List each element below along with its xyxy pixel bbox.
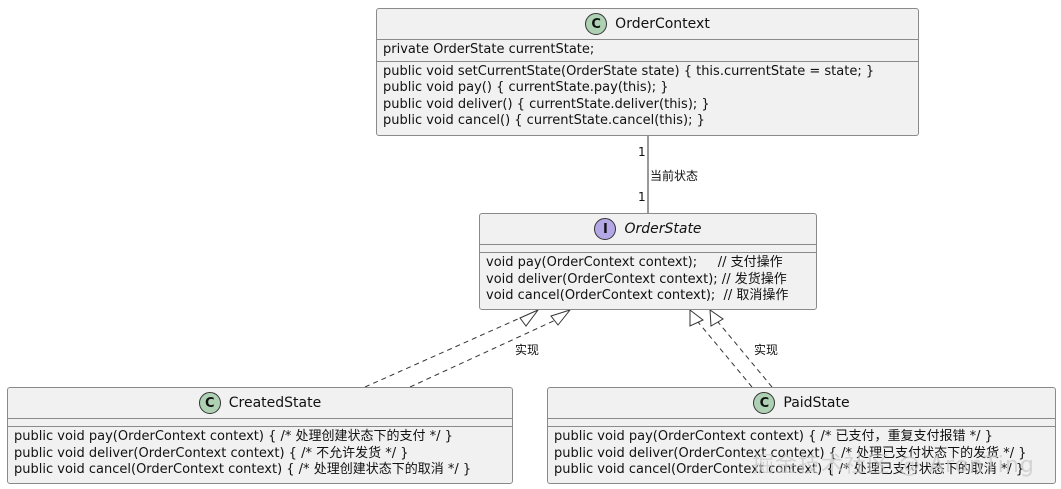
methods-section: public void pay(OrderContext context) { …: [548, 427, 1055, 481]
realization-arrow-paid-2: [709, 309, 724, 327]
class-name: OrderState: [624, 221, 702, 237]
class-header: C CreatedState: [8, 388, 512, 419]
method: public void deliver() { currentState.del…: [383, 96, 710, 112]
class-header: C OrderContext: [377, 9, 918, 40]
method: public void deliver(OrderContext context…: [14, 445, 409, 461]
method: public void pay() { currentState.pay(thi…: [383, 80, 669, 95]
realization-label-left: 实现: [515, 343, 540, 357]
field: private OrderState currentState;: [383, 42, 595, 57]
multiplicity-bottom: 1: [638, 190, 646, 204]
methods-section: void pay(OrderContext context); // 支付操作 …: [480, 253, 816, 307]
methods-section: public void setCurrentState(OrderState s…: [377, 62, 918, 132]
method: public void cancel() { currentState.canc…: [383, 113, 705, 128]
method: public void cancel(OrderContext context)…: [554, 462, 1025, 477]
method: public void pay(OrderContext context) { …: [14, 429, 453, 444]
class-name: CreatedState: [228, 395, 322, 411]
method: void pay(OrderContext context); // 支付操作: [486, 255, 783, 270]
realization-arrow-created-2: [550, 309, 572, 326]
class-badge-icon: C: [198, 392, 221, 414]
order-state-interface: I OrderState void pay(OrderContext conte…: [479, 213, 817, 310]
class-header: I OrderState: [480, 214, 816, 245]
fields-section: [480, 245, 816, 253]
realization-line-created-1: [364, 317, 521, 388]
realization-line-created-2: [409, 317, 561, 388]
method: public void setCurrentState(OrderState s…: [383, 63, 875, 79]
methods-section: public void pay(OrderContext context) { …: [8, 427, 512, 481]
method: void deliver(OrderContext context); // 发…: [486, 271, 787, 287]
class-name: PaidState: [783, 395, 850, 411]
watermark-text: 掘金技术社区 @ AronTing: [752, 453, 1035, 478]
interface-badge-icon: I: [594, 218, 617, 240]
realization-arrow-paid-1: [689, 308, 704, 327]
fields-section: [548, 419, 1055, 427]
realization-arrow-created-1: [519, 308, 540, 327]
method: void cancel(OrderContext context); // 取消…: [486, 288, 789, 303]
multiplicity-top: 1: [638, 145, 646, 159]
fields-section: [8, 419, 512, 427]
association-label: 当前状态: [650, 169, 699, 183]
class-badge-icon: C: [585, 13, 608, 35]
method: public void cancel(OrderContext context)…: [14, 462, 472, 477]
class-header: C PaidState: [548, 388, 1055, 419]
paid-state-class: C PaidState public void pay(OrderContext…: [547, 387, 1056, 484]
method: public void pay(OrderContext context) { …: [554, 429, 993, 444]
class-name: OrderContext: [615, 16, 710, 32]
order-context-class: C OrderContext private OrderState curren…: [376, 8, 919, 136]
realization-label-right: 实现: [754, 343, 779, 357]
fields-section: private OrderState currentState;: [377, 40, 918, 62]
method: public void deliver(OrderContext context…: [554, 445, 1027, 461]
realization-line-paid-1: [697, 321, 753, 388]
created-state-class: C CreatedState public void pay(OrderCont…: [7, 387, 513, 484]
class-badge-icon: C: [753, 392, 776, 414]
